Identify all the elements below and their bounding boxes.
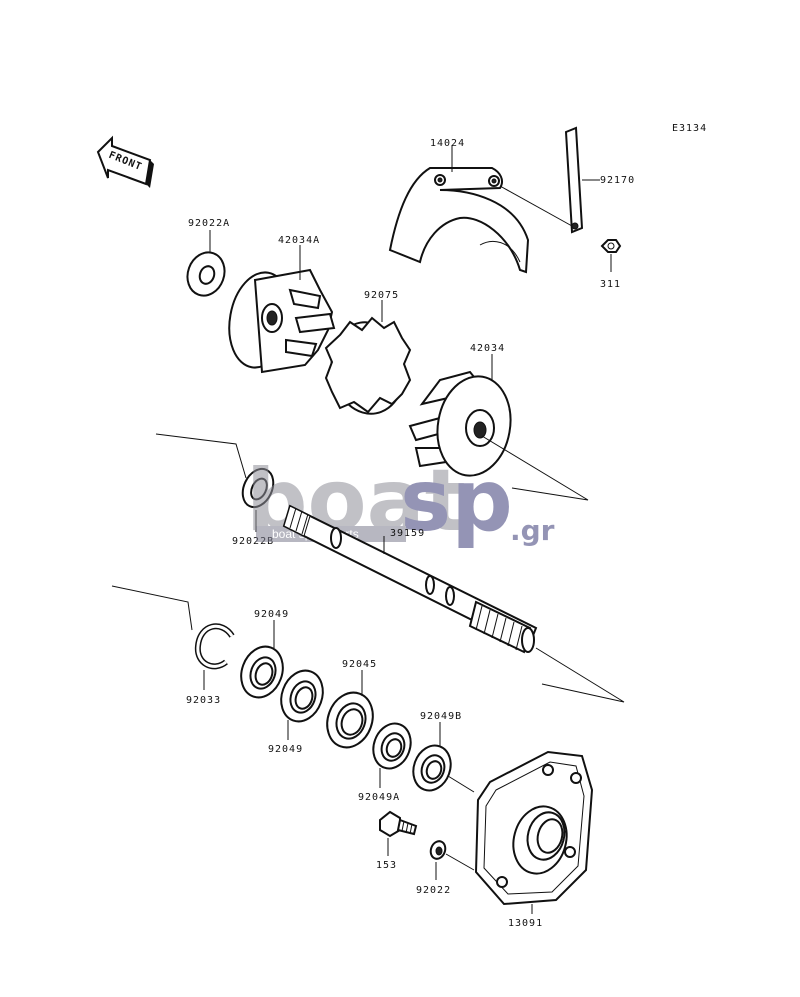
- leader-axis-left: [155, 433, 247, 479]
- cover-part: [388, 167, 530, 274]
- label-bearing-a: 92049: [254, 609, 289, 620]
- coupling-front-part: [228, 268, 336, 374]
- leader-axis-right-2: [535, 647, 625, 703]
- leader-axis-left-2: [111, 585, 193, 631]
- label-coupling-rear: 42034: [470, 343, 505, 354]
- label-housing: 13091: [508, 918, 543, 929]
- watermark-tld: .gr: [510, 514, 555, 547]
- label-nut: 311: [600, 279, 621, 290]
- bolt-part: [379, 810, 418, 838]
- label-cover: 14024: [430, 138, 465, 149]
- bearing-b-part: [280, 669, 324, 723]
- nut-part: [600, 239, 622, 253]
- label-damper: 92075: [364, 290, 399, 301]
- washer-mid-part: [241, 467, 275, 509]
- label-shaft: 39159: [390, 528, 425, 539]
- seal-b-part: [412, 744, 452, 792]
- label-bearing-b: 92049: [268, 744, 303, 755]
- leader-strap-link: [499, 185, 573, 227]
- leader-seal-b-housing: [447, 775, 475, 793]
- diagram-code: E3134: [672, 123, 707, 134]
- label-circlip: 92033: [186, 695, 221, 706]
- label-washer-mid: 92022B: [232, 536, 274, 547]
- circlip-part: [194, 623, 235, 670]
- leader-washer-small-housing: [445, 853, 475, 871]
- bearing-a-part: [240, 645, 284, 699]
- label-strap: 92170: [600, 175, 635, 186]
- label-spacer: 92045: [342, 659, 377, 670]
- watermark-brand-right: sp: [400, 451, 513, 551]
- spacer-part: [326, 691, 374, 749]
- seal-a-part: [372, 722, 412, 770]
- watermark-logo: boat sp .gr boat spare parts: [246, 451, 555, 551]
- label-coupling-front: 42034A: [278, 235, 320, 246]
- damper-part: [324, 316, 412, 415]
- shaft-part: [282, 504, 538, 654]
- front-arrow-icon: FRONT: [96, 135, 154, 188]
- housing-part: [474, 750, 594, 906]
- label-seal-b: 92049B: [420, 711, 462, 722]
- leader-axis-right: [481, 435, 589, 501]
- label-seal-a: 92049A: [358, 792, 400, 803]
- washer-small-part: [429, 840, 447, 860]
- coupling-rear-part: [408, 370, 512, 477]
- label-bolt: 153: [376, 860, 397, 871]
- strap-part: [564, 126, 584, 234]
- label-washer-small: 92022: [416, 885, 451, 896]
- label-washer-top: 92022A: [188, 218, 230, 229]
- washer-top-part: [186, 251, 226, 297]
